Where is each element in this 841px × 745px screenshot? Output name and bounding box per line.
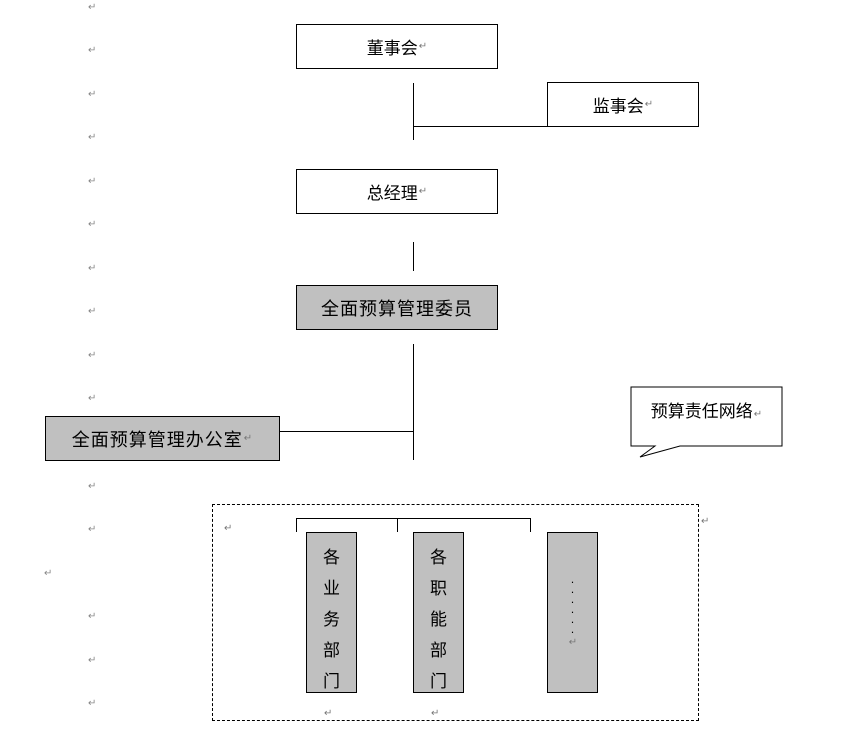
paragraph-mark: ↵	[88, 524, 97, 535]
paragraph-mark: ↵	[88, 132, 97, 143]
paragraph-mark: ↵	[418, 41, 428, 52]
connector-committee-to-depts	[413, 344, 414, 460]
connector-to-supervisors	[413, 126, 547, 127]
dept-char-last: 门↵	[430, 667, 447, 719]
paragraph-mark: ↵	[644, 99, 654, 110]
paragraph-mark: ↵	[431, 708, 440, 719]
callout-text-wrap: 预算责任网络↵	[631, 397, 782, 422]
paragraph-mark: ↵	[568, 636, 578, 648]
departments-container	[212, 504, 699, 721]
dept-char: 各	[323, 548, 340, 568]
budget-office-label: 全面预算管理办公室	[71, 429, 243, 451]
connector-board-to-manager	[413, 83, 414, 140]
paragraph-mark: ↵	[418, 186, 428, 197]
paragraph-mark: ↵	[88, 89, 97, 100]
callout-outline	[630, 386, 783, 458]
dept-bracket-mid	[397, 518, 398, 532]
paragraph-mark: ↵	[88, 481, 97, 492]
business-departments-box: 各 业 务 部 门↵	[306, 532, 357, 719]
dept-char: 务	[323, 610, 340, 630]
paragraph-mark: ↵	[88, 655, 97, 666]
paragraph-mark: ↵	[88, 350, 97, 361]
supervisors-box: 监事会↵	[547, 82, 699, 127]
dept-char: 部	[323, 641, 340, 661]
budget-office-box: 全面预算管理办公室↵	[45, 416, 280, 461]
dept-char: 门	[323, 672, 340, 692]
dept-bracket-top	[296, 518, 531, 519]
connector-to-office	[279, 431, 414, 432]
paragraph-mark: ↵	[243, 433, 254, 444]
general-manager-label: 总经理	[366, 184, 418, 204]
general-manager-box: 总经理↵	[296, 169, 498, 214]
paragraph-mark: ↵	[88, 219, 97, 230]
paragraph-mark: ↵	[88, 698, 97, 709]
dept-char: 职	[430, 579, 447, 599]
paragraph-mark: ↵	[88, 393, 97, 404]
ellipsis-dot: ·	[570, 575, 575, 589]
paragraph-mark: ↵	[88, 45, 97, 56]
paragraph-mark: ↵	[701, 516, 710, 527]
budget-committee-label: 全面预算管理委员	[321, 298, 473, 320]
dept-bracket-right	[530, 518, 531, 532]
board-box: 董事会↵	[296, 24, 498, 69]
ellipsis-dot: ·	[570, 605, 575, 619]
paragraph-mark: ↵	[88, 263, 97, 274]
paragraph-mark: ↵	[224, 523, 233, 534]
ellipsis-dot: ·	[570, 595, 575, 609]
supervisors-label: 监事会	[592, 97, 644, 117]
ellipsis-dot: ·	[570, 615, 575, 629]
paragraph-mark: ↵	[88, 611, 97, 622]
paragraph-mark: ↵	[753, 409, 763, 420]
connector-manager-to-committee	[413, 242, 414, 271]
callout-label: 预算责任网络	[650, 402, 753, 422]
dept-char-last: 门↵	[323, 667, 340, 719]
dept-bracket-left	[296, 518, 297, 532]
dept-char: 能	[430, 610, 447, 630]
paragraph-mark: ↵	[88, 176, 97, 187]
dept-char: 门	[430, 672, 447, 692]
functional-departments-box: 各 职 能 部 门↵	[413, 532, 464, 719]
ellipsis-column: · · · · · · ↵	[568, 575, 578, 648]
dept-char: 各	[430, 548, 447, 568]
dept-char: 部	[430, 641, 447, 661]
ellipsis-dot: ·	[570, 625, 575, 639]
paragraph-mark: ↵	[44, 568, 53, 579]
budget-committee-box: 全面预算管理委员	[296, 285, 498, 330]
paragraph-mark: ↵	[88, 2, 97, 13]
paragraph-mark: ↵	[88, 306, 97, 317]
ellipsis-dot: ·	[570, 585, 575, 599]
dept-char: 业	[323, 579, 340, 599]
board-label: 董事会	[366, 39, 418, 59]
paragraph-mark: ↵	[324, 708, 333, 719]
other-departments-box: · · · · · · ↵	[547, 532, 598, 693]
